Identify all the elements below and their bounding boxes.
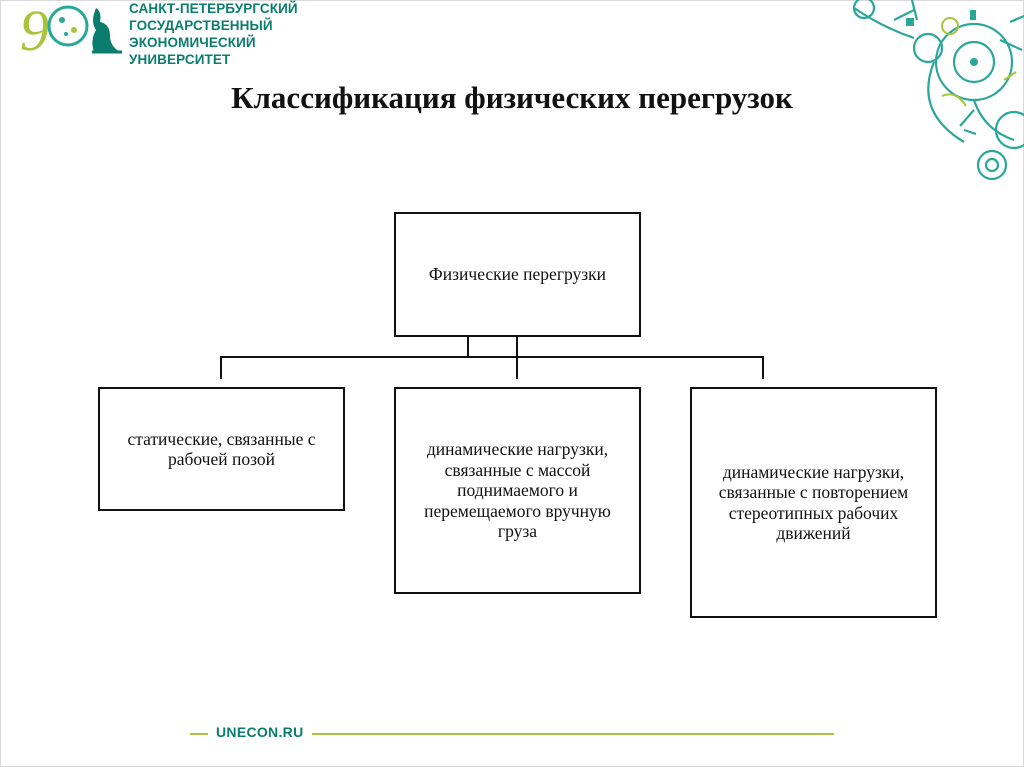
anniversary-90-icon: 9 (20, 0, 122, 58)
university-name-line: САНКТ-ПЕТЕРБУРГСКИЙ (129, 1, 298, 16)
child-node-dynamic-mass: динамические нагрузки, связанные с массо… (394, 387, 641, 594)
connector-left-vertical (467, 336, 469, 357)
connector-left-drop (220, 356, 222, 379)
university-logo: 9 САНКТ-ПЕТЕРБУРГСКИЙ ГОСУДАРСТВЕННЫЙ ЭК… (20, 0, 340, 67)
child-node-label: динамические нагрузки, связанные с массо… (424, 439, 611, 542)
footer-line-left (190, 733, 208, 735)
university-name-line: ГОСУДАРСТВЕННЫЙ (129, 18, 273, 33)
connector-horizontal (220, 356, 764, 358)
child-node-dynamic-repetitive: динамические нагрузки, связанные с повто… (690, 387, 937, 618)
university-name-line: ЭКОНОМИЧЕСКИЙ УНИВЕРСИТЕТ (129, 35, 256, 67)
slide-title: Классификация физических перегрузок (231, 80, 793, 115)
decorative-pattern (852, 0, 1024, 181)
footer-line-right (312, 733, 834, 735)
child-node-static: статические, связанные с рабочей позой (98, 387, 345, 511)
svg-text:9: 9 (20, 0, 49, 58)
root-node-label: Физические перегрузки (428, 264, 607, 285)
child-node-label: статические, связанные с рабочей позой (127, 428, 316, 470)
child-node-label: динамические нагрузки, связанные с повто… (718, 461, 909, 544)
root-node: Физические перегрузки (394, 212, 641, 337)
connector-right-drop (762, 356, 764, 379)
university-name: САНКТ-ПЕТЕРБУРГСКИЙ ГОСУДАРСТВЕННЫЙ ЭКОН… (129, 0, 340, 68)
footer-site: UNECON.RU (216, 724, 304, 740)
